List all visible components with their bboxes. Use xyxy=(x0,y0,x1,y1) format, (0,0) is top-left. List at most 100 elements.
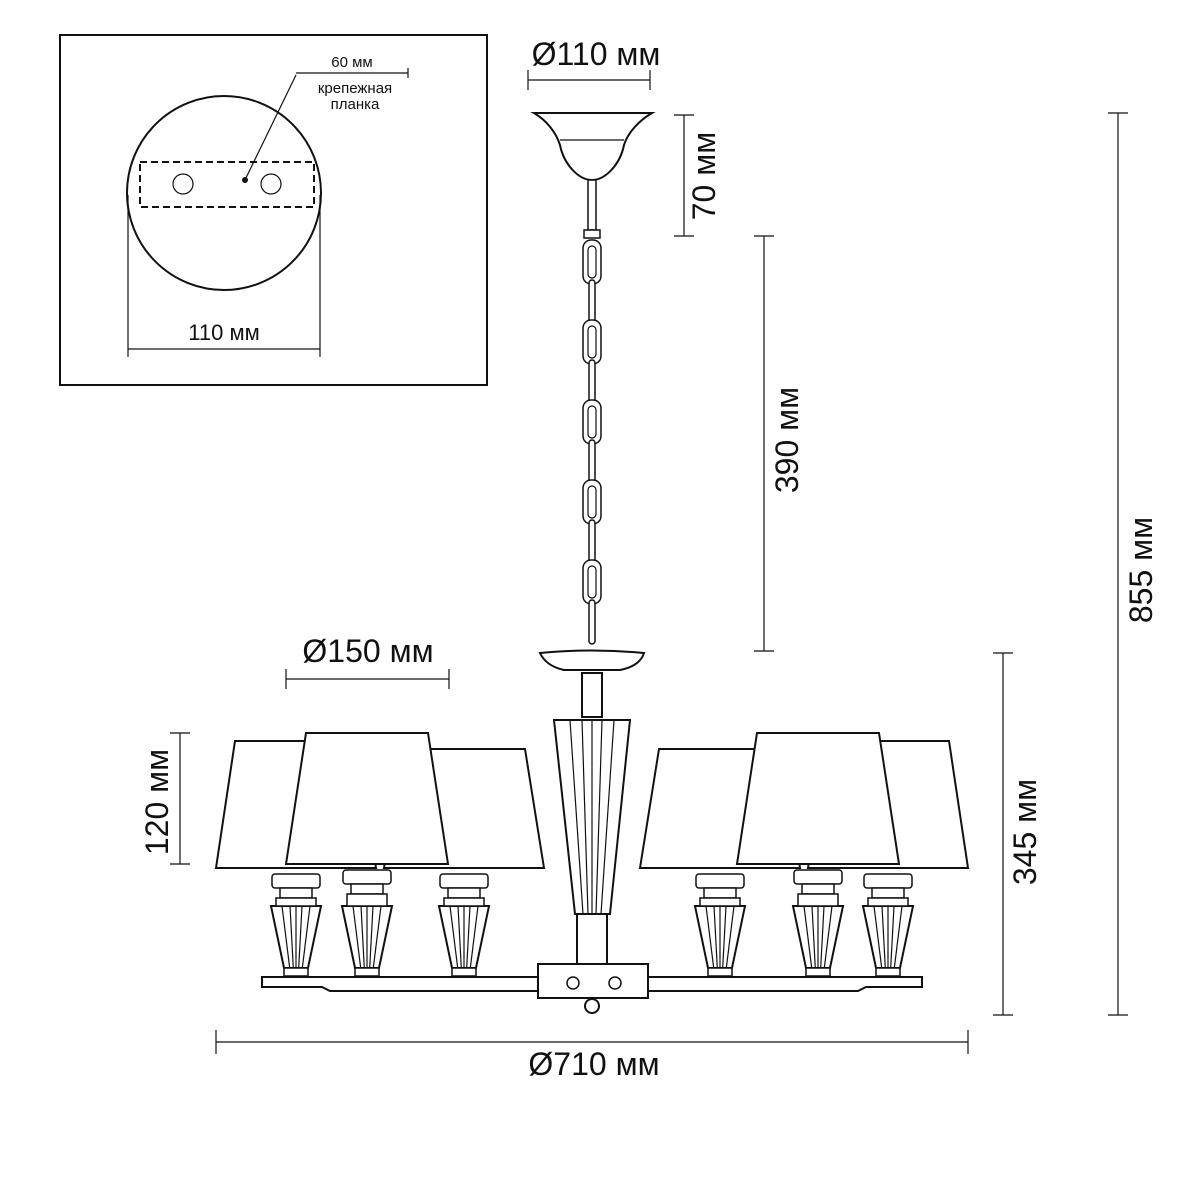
drip-bowl xyxy=(538,649,646,671)
lamp-ring xyxy=(867,897,909,907)
lamp-crystal-facet xyxy=(449,905,459,969)
dim-shade-diameter: Ø150 мм xyxy=(285,633,450,689)
bracket-name-label-1: крепежная xyxy=(318,80,392,97)
chain-link-inner xyxy=(587,485,597,519)
lamp-ring xyxy=(797,893,839,907)
lamp-socket xyxy=(801,883,835,895)
lamp-crystal-facet xyxy=(352,905,362,969)
lamp-crystal-facet xyxy=(301,905,311,969)
chain-link-inner xyxy=(587,405,597,439)
stem-lower xyxy=(576,913,608,965)
mount-hole-left xyxy=(172,173,194,195)
hub xyxy=(537,963,649,999)
lamp-base xyxy=(451,967,477,977)
lamp-crystal-facet xyxy=(811,905,816,969)
arm-right xyxy=(647,976,923,992)
lamp-shade xyxy=(284,732,450,865)
lamps xyxy=(214,732,970,977)
dim-shade-height: 120 мм xyxy=(139,732,190,865)
lamp-crystal-facet xyxy=(369,905,374,969)
canopy-cup xyxy=(530,112,656,182)
dim-canopy-diameter: Ø110 мм xyxy=(527,36,661,90)
bracket-name-label-2: планка xyxy=(331,96,380,113)
lamp-collar xyxy=(793,869,843,885)
mounting-bracket xyxy=(139,161,315,208)
canopy xyxy=(530,112,656,239)
chain-link-inner xyxy=(587,245,597,279)
lamp-collar xyxy=(439,873,489,889)
dim-chain-length: 390 мм xyxy=(754,235,805,652)
lamp-collar xyxy=(271,873,321,889)
mounting-inset: 60 мм крепежная планка 110 мм xyxy=(59,34,488,386)
lamp-crystal-facet xyxy=(890,905,895,969)
lamp xyxy=(735,732,901,977)
overall-diameter-label: Ø710 мм xyxy=(528,1046,659,1082)
shade-diameter-label: Ø150 мм xyxy=(302,633,433,669)
lamp-crystal-facet xyxy=(873,905,883,969)
lamp-crystal-facet xyxy=(881,905,886,969)
dim-total-height: 855 мм xyxy=(1108,112,1159,1016)
lamp-base xyxy=(805,967,831,977)
lamp-socket xyxy=(447,887,481,899)
chain-link xyxy=(588,599,596,645)
dim-canopy-height: 70 мм xyxy=(674,114,722,237)
chain xyxy=(582,239,602,645)
lamp-ring xyxy=(443,897,485,907)
lamp-crystal-facet xyxy=(281,905,291,969)
central-body xyxy=(537,649,649,1014)
bracket-pointer-line xyxy=(244,74,297,181)
chain-length-label: 390 мм xyxy=(769,387,805,493)
lamp-crystal-facet xyxy=(820,905,825,969)
lamp-base xyxy=(354,967,380,977)
canopy-height-label: 70 мм xyxy=(686,132,722,220)
lamp-crystal-facet xyxy=(298,905,303,969)
bracket-width-label: 60 мм xyxy=(331,54,372,71)
lamp-crystal-facet xyxy=(466,905,471,969)
lamp-crystal-facet xyxy=(803,905,813,969)
chain-link xyxy=(588,519,596,565)
lamp-base xyxy=(283,967,309,977)
lamp-collar xyxy=(863,873,913,889)
lamp-crystal-facet xyxy=(725,905,735,969)
lamp-crystal-facet xyxy=(289,905,294,969)
lamp-collar xyxy=(342,869,392,885)
canopy-rod xyxy=(587,179,597,231)
lamp-crystal-facet xyxy=(823,905,833,969)
arm-left xyxy=(261,976,541,992)
mount-hole-right xyxy=(260,173,282,195)
stem-upper xyxy=(581,672,603,718)
total-height-label: 855 мм xyxy=(1123,517,1159,623)
lamp-crystal-facet xyxy=(722,905,727,969)
lamp-ring xyxy=(699,897,741,907)
lamp-shade xyxy=(735,732,901,865)
lamp xyxy=(284,732,450,977)
dim-body-height: 345 мм xyxy=(993,652,1043,1016)
shade-height-label: 120 мм xyxy=(139,749,175,855)
lamp-base xyxy=(707,967,733,977)
lamp-socket xyxy=(279,887,313,899)
lamp-crystal-facet xyxy=(372,905,382,969)
lamp-crystal-facet xyxy=(893,905,903,969)
lamp-collar xyxy=(695,873,745,889)
lamp-socket xyxy=(871,887,905,899)
lamp-crystal-facet xyxy=(360,905,365,969)
body-height-label: 345 мм xyxy=(1007,779,1043,885)
lamp-crystal-facet xyxy=(457,905,462,969)
chain-link-inner xyxy=(587,565,597,599)
inset-canopy-diameter-label: 110 мм xyxy=(188,320,259,345)
canopy-diameter-label: Ø110 мм xyxy=(532,36,661,72)
lamp-crystal-facet xyxy=(469,905,479,969)
lamp-socket xyxy=(703,887,737,899)
lamp-crystal-facet xyxy=(705,905,715,969)
chain-link xyxy=(588,359,596,405)
canopy-circle xyxy=(126,95,322,291)
chain-link xyxy=(588,279,596,325)
arms xyxy=(261,976,923,992)
chain-link-inner xyxy=(587,325,597,359)
chain-link xyxy=(588,439,596,485)
dim-overall-diameter: Ø710 мм xyxy=(215,1030,969,1082)
lamp-crystal-facet xyxy=(713,905,718,969)
lamp-socket xyxy=(350,883,384,895)
lamp-base xyxy=(875,967,901,977)
